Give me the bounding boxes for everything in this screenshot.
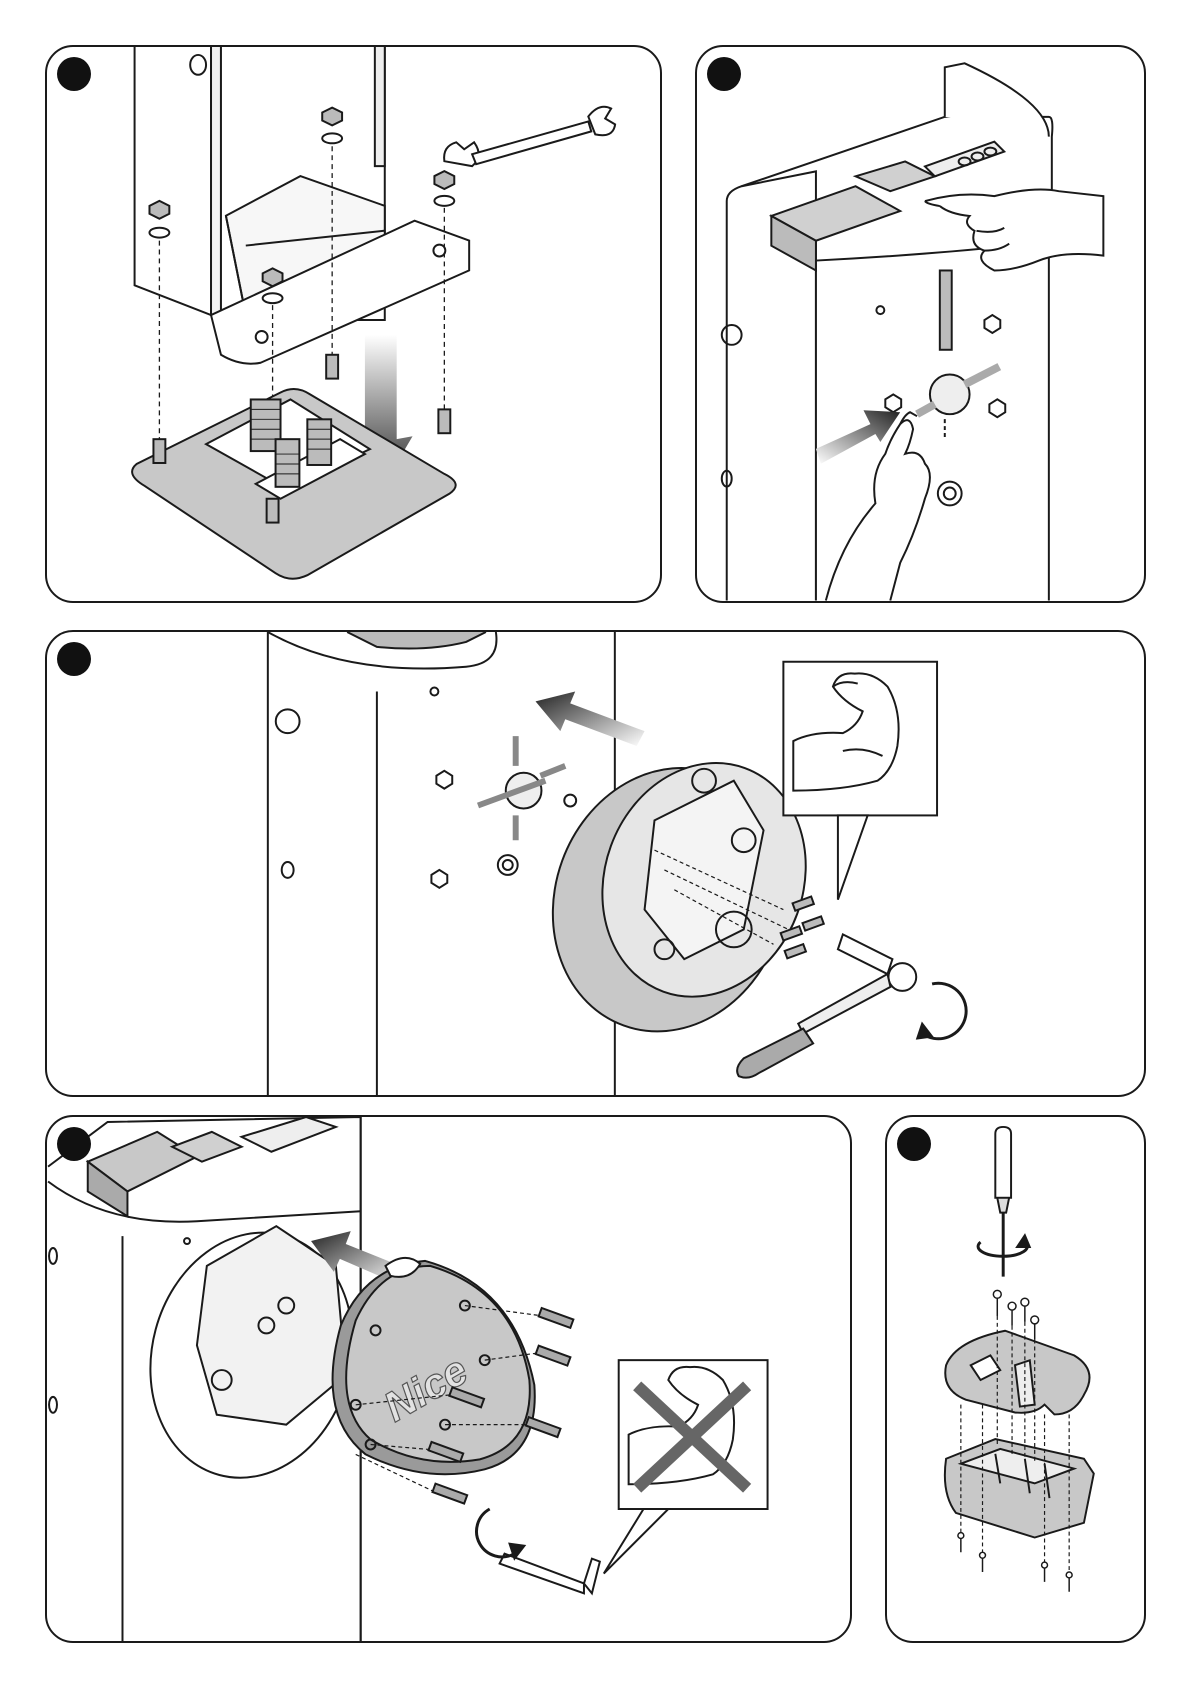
step-4-marker: [57, 1127, 91, 1161]
step-1-illustration: [47, 47, 660, 601]
step-1-panel: [45, 45, 662, 603]
step-3-panel: [45, 630, 1146, 1097]
step-4-illustration: Nice: [47, 1117, 850, 1641]
step-2-marker: [707, 57, 741, 91]
step-5-illustration: [887, 1117, 1144, 1641]
step-1-marker: [57, 57, 91, 91]
step-2-panel: [695, 45, 1146, 603]
step-4-panel: Nice: [45, 1115, 852, 1643]
step-2-illustration: [697, 47, 1144, 601]
step-5-panel: [885, 1115, 1146, 1643]
step-5-marker: [897, 1127, 931, 1161]
step-3-illustration: [47, 632, 1144, 1095]
step-3-marker: [57, 642, 91, 676]
